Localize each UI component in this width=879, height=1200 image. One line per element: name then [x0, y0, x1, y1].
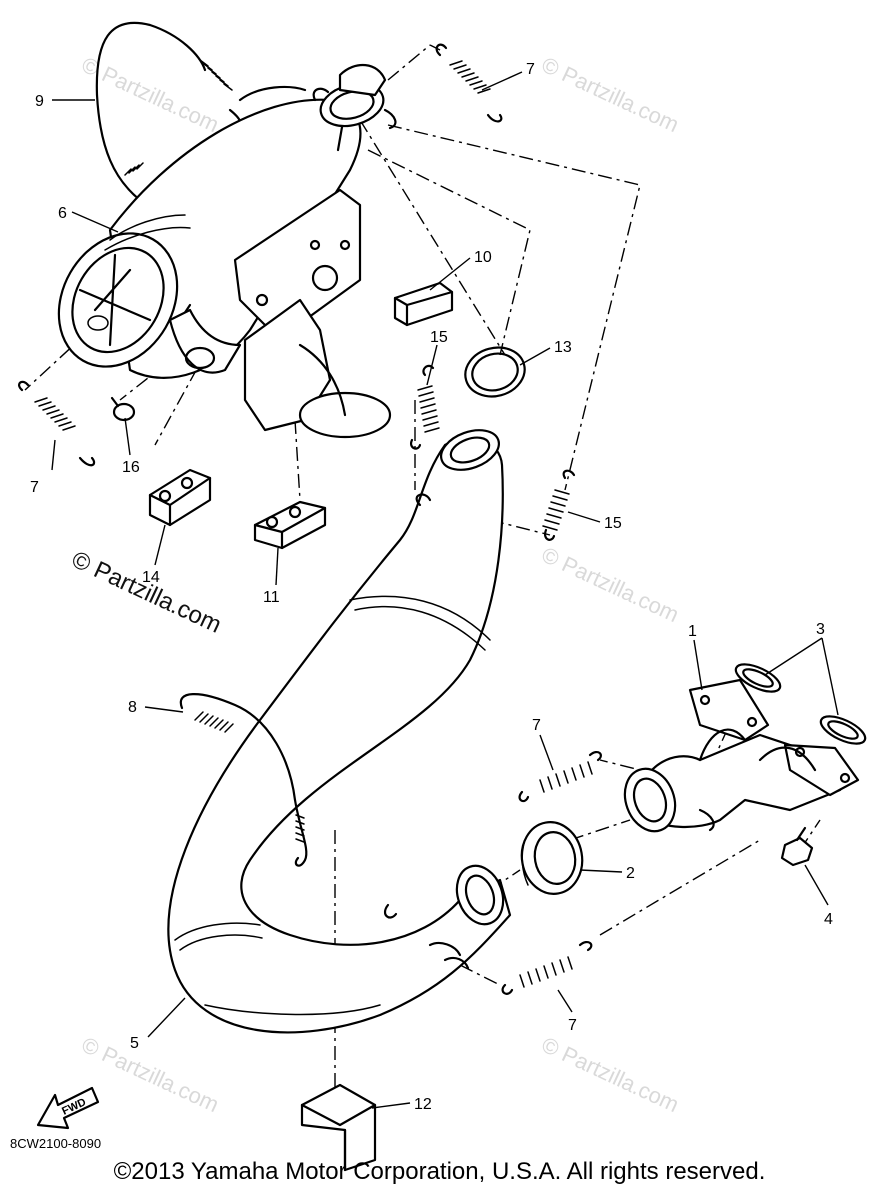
part-7-spring-left [18, 380, 96, 467]
part-7-spring-bottom [501, 941, 593, 995]
part-5-exhaust-pipe [167, 429, 512, 1034]
part-13-gasket [464, 346, 526, 398]
watermark: © Partzilla.com [67, 546, 225, 639]
callout-7-left: 7 [30, 479, 39, 496]
callout-7-top: 7 [526, 61, 535, 78]
part-12-clip [300, 1083, 377, 1172]
part-2-gasket [520, 821, 584, 895]
part-3-gaskets [734, 663, 867, 745]
callout-7-mid: 7 [532, 717, 541, 734]
callout-9: 9 [35, 93, 44, 110]
callout-15-upper: 15 [430, 329, 448, 346]
part-9-spring-wire [95, 21, 242, 202]
part-10-damper [393, 281, 454, 327]
callout-4: 4 [824, 911, 833, 928]
part-7-spring-top [435, 43, 503, 123]
callout-6: 6 [58, 205, 67, 222]
callout-14: 14 [142, 569, 160, 586]
part-1-manifold [623, 678, 860, 833]
watermark-faint-3: © Partzilla.com [538, 542, 683, 627]
part-6-silencer [57, 64, 397, 439]
callout-3: 3 [816, 621, 825, 638]
callout-5: 5 [130, 1035, 139, 1052]
callout-13: 13 [554, 339, 572, 356]
callout-1: 1 [688, 623, 697, 640]
callout-2: 2 [626, 865, 635, 882]
fwd-label: FWD [60, 1096, 88, 1117]
callout-8: 8 [128, 699, 137, 716]
callout-12: 12 [414, 1096, 432, 1113]
callout-7-bottom: 7 [568, 1017, 577, 1034]
drawing-code: 8CW2100-8090 [10, 1136, 101, 1151]
fwd-arrow-icon: FWD [36, 1086, 100, 1130]
watermark-faint-4: © Partzilla.com [78, 1032, 223, 1117]
part-8-spring-wire [179, 693, 308, 867]
callout-15-lower: 15 [604, 515, 622, 532]
callouts: 9 6 7 10 13 15 7 16 15 14 11 1 3 8 7 2 4 [30, 61, 839, 1113]
part-11-damper [253, 500, 327, 550]
callout-16: 16 [122, 459, 140, 476]
callout-10: 10 [474, 249, 492, 266]
watermark-faint-2: © Partzilla.com [538, 52, 683, 137]
part-4-bolt [780, 826, 814, 867]
watermark-faint-5: © Partzilla.com [538, 1032, 683, 1117]
callout-11: 11 [263, 589, 280, 606]
part-7-spring-mid [518, 751, 602, 803]
part-14-damper [148, 468, 212, 527]
copyright-notice: ©2013 Yamaha Motor Corporation, U.S.A. A… [113, 1158, 766, 1185]
part-16-plug [110, 396, 136, 422]
part-15-spring-lower [542, 469, 576, 541]
